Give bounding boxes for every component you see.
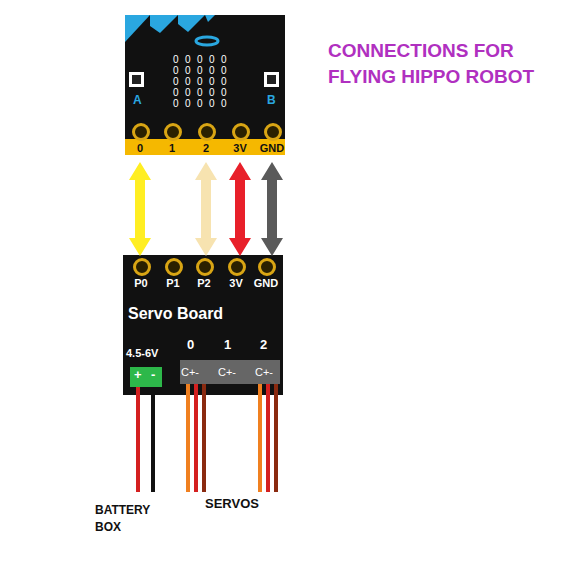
servo-wires [188,384,276,492]
battery-wire [151,387,155,492]
led: 0 [221,54,227,65]
board-label: C+- [255,366,273,378]
title: CONNECTIONS FOR FLYING HIPPO ROBOT [328,38,568,89]
board-corner [125,15,150,42]
board-label: 0 [187,338,194,352]
pin-label: 2 [190,142,222,154]
pin-node: 2 [190,123,222,159]
led: 0 [209,76,215,87]
led: 0 [173,87,179,98]
pin-pad [228,258,246,276]
led: 0 [221,98,227,109]
part-label: SERVOS [205,497,259,511]
pin-label: P1 [157,277,189,289]
button-a [132,75,141,84]
board-title: Servo Board [128,305,223,323]
pin-label: 1 [156,142,188,154]
pin-label: GND [250,277,282,289]
led: 0 [185,54,191,65]
led: 0 [173,54,179,65]
board-corner [178,15,205,32]
led: 0 [173,65,179,76]
board-corner [205,15,215,22]
led: 0 [173,76,179,87]
led: 0 [197,87,203,98]
pin-label: 3V [224,142,256,154]
microbit-board [125,15,285,155]
pin-pad [165,258,183,276]
pin-pad [198,123,216,141]
pin-pad [164,123,182,141]
board-label: 2 [260,338,267,352]
led: 0 [209,98,215,109]
pin-node: 3V [224,123,256,159]
pin-node: P2 [188,258,220,294]
led: 0 [221,76,227,87]
part-label: BATTERY BOX [95,502,165,537]
pin-label: P0 [125,277,157,289]
pin-node: GND [256,123,288,159]
led: 0 [197,76,203,87]
led: 0 [185,98,191,109]
board-corner [150,15,178,33]
board-label: C+- [181,366,199,378]
led: 0 [197,98,203,109]
pin-node: 3V [220,258,252,294]
pin-node: GND [250,258,282,294]
led: 0 [185,76,191,87]
logo [196,37,218,45]
led: 0 [209,65,215,76]
pin-node: 0 [124,123,156,159]
battery-wire [136,387,140,492]
led: 0 [185,87,191,98]
pin-label: 0 [124,142,156,154]
button-b [267,75,276,84]
connector-arrow [129,162,151,256]
connector-arrow [261,162,283,256]
battery-terminal [130,367,162,387]
led: 0 [209,87,215,98]
led: 0 [185,65,191,76]
servo-board [123,255,283,395]
pin-label: 3V [220,277,252,289]
pin-node: P0 [125,258,157,294]
led: 0 [197,65,203,76]
pin-node: P1 [157,258,189,294]
led: 0 [209,54,215,65]
button-b [264,72,279,87]
connector-arrow [195,162,217,256]
board-label: 4.5-6V [126,347,158,359]
board-label: B [267,94,276,107]
pin-label: GND [256,142,288,154]
pin-label: P2 [188,277,220,289]
pin-pad [258,258,276,276]
pin-pad [264,123,282,141]
led: 0 [173,98,179,109]
board-label: A [133,94,142,107]
pin-pad [132,123,150,141]
led: 0 [221,87,227,98]
pin-pad [232,123,250,141]
pin-node: 1 [156,123,188,159]
board-label: + [134,368,142,382]
servo-header [180,360,280,384]
button-a [129,72,144,87]
board-label: - [151,368,155,382]
led: 0 [197,54,203,65]
pin-pad [196,258,214,276]
board-label: C+- [218,366,236,378]
pin-pad [133,258,151,276]
connector-arrow [229,162,251,256]
led: 0 [221,65,227,76]
board-label: 1 [224,338,231,352]
